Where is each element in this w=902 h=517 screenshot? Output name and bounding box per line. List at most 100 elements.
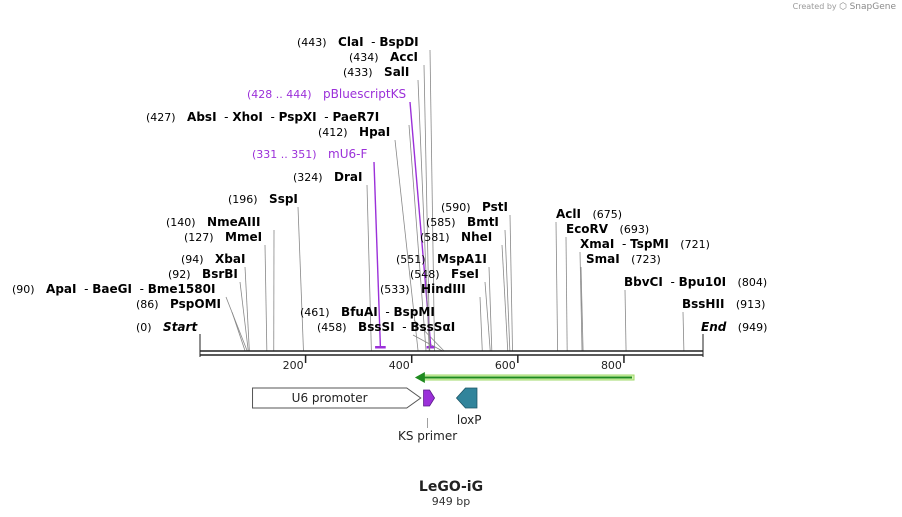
site-position: (196) [228, 193, 258, 206]
leader-psti [509, 214, 513, 352]
site-label-hpai[interactable]: (412) HpaI [318, 125, 390, 139]
site-position: (949) [738, 321, 768, 334]
enzyme-name: SalI [384, 65, 409, 79]
site-label-psti[interactable]: (590) PstI [441, 200, 508, 214]
site-label-bmti[interactable]: (585) BmtI [426, 215, 499, 229]
site-label-hindiii[interactable]: (533) HindIII [380, 282, 466, 296]
site-position: (590) [441, 201, 471, 214]
enzyme-name: ApaI [46, 282, 76, 296]
site-label-nhei[interactable]: (581) NheI [420, 230, 492, 244]
site-position: (434) [349, 51, 379, 64]
site-label-apai[interactable]: (90) ApaI - BaeGI - Bme1580I [12, 282, 215, 296]
site-label-acci[interactable]: (434) AccI [349, 50, 418, 64]
tick-label-200: 200 [283, 359, 304, 372]
enzyme-name: NmeAIII [207, 215, 260, 229]
u6-promoter-arrow[interactable] [252, 387, 422, 409]
site-label-bsshii[interactable]: BssHII (913) [682, 297, 765, 311]
site-position: (433) [343, 66, 373, 79]
site-label-drai[interactable]: (324) DraI [293, 170, 363, 184]
leader-mmei [264, 244, 268, 352]
enzyme-name: BsrBI [202, 267, 238, 281]
enzyme-name: MmeI [225, 230, 262, 244]
site-label-pspomi[interactable]: (86) PspOMI [136, 297, 221, 311]
site-label-sspi[interactable]: (196) SspI [228, 192, 298, 206]
site-label-sali[interactable]: (433) SalI [343, 65, 409, 79]
site-label-clai[interactable]: (443) ClaI - BspDI [297, 35, 419, 49]
site-position: (804) [738, 276, 768, 289]
site-position: (548) [410, 268, 440, 281]
site-position: (86) [136, 298, 159, 311]
site-position: (581) [420, 231, 450, 244]
leader-bsshii [682, 311, 685, 352]
site-position: (92) [168, 268, 191, 281]
credit-brand: SnapGene [849, 2, 896, 12]
site-position: (140) [166, 216, 196, 229]
site-label-absi[interactable]: (427) AbsI - XhoI - PspXI - PaeR7I [146, 110, 379, 124]
tick-label-400: 400 [389, 359, 410, 372]
map-length: 949 bp [432, 495, 470, 508]
name-separator: - [77, 282, 93, 296]
enzyme-name: AclI [556, 207, 581, 221]
site-position: (585) [426, 216, 456, 229]
site-position: (90) [12, 283, 35, 296]
loxp-arrow[interactable] [455, 387, 478, 409]
leader-drai [366, 184, 372, 352]
site-label-acli[interactable]: AclI (675) [556, 207, 622, 221]
primer-mark-mu6f [375, 346, 386, 349]
leader-xmai [579, 251, 583, 352]
enzyme-name: MspA1I [437, 252, 487, 266]
tick-label-800: 800 [601, 359, 622, 372]
site-label-end[interactable]: End (949) [701, 320, 767, 334]
site-label-start[interactable]: (0) Start [136, 320, 198, 334]
site-label-fsei[interactable]: (548) FseI [410, 267, 479, 281]
enzyme-name: AccI [390, 50, 418, 64]
site-label-mspa1i[interactable]: (551) MspA1I [396, 252, 487, 266]
site-position: (127) [184, 231, 214, 244]
name-separator: - [614, 237, 630, 251]
site-label-mu6f[interactable]: (331 .. 351) mU6-F [252, 147, 367, 161]
leader-mspa1i [488, 266, 493, 352]
site-label-smai[interactable]: SmaI (723) [586, 252, 661, 266]
site-position: (721) [680, 238, 710, 251]
site-label-bbvci[interactable]: BbvCI - Bpu10I (804) [624, 275, 767, 289]
site-label-xbai[interactable]: (94) XbaI [181, 252, 245, 266]
site-label-bsrbi[interactable]: (92) BsrBI [168, 267, 238, 281]
leader-bsssi [412, 334, 443, 352]
site-position: (461) [300, 306, 330, 319]
name-separator: - [217, 110, 233, 124]
site-label-pbks[interactable]: (428 .. 444) pBluescriptKS [247, 87, 406, 101]
snapgene-credit: Created by ⬡ SnapGene [793, 2, 896, 12]
enzyme-name: pBluescriptKS [323, 87, 406, 101]
site-position: (675) [592, 208, 622, 221]
enzyme-name: XmaI [580, 237, 614, 251]
leader-xbai [244, 266, 250, 352]
leader-sali [417, 79, 430, 352]
site-labels: (0) Start (458) BssSI - BssSαI(461) BfuAI… [12, 35, 767, 334]
site-position: (427) [146, 111, 176, 124]
enzyme-name: FseI [451, 267, 479, 281]
credit-prefix: Created by [792, 2, 837, 11]
site-label-mmei[interactable]: (127) MmeI [184, 230, 262, 244]
enzyme-name: EcoRV [566, 222, 609, 236]
site-label-bfuai[interactable]: (461) BfuAI - BspMI [300, 305, 435, 319]
site-label-bsssi[interactable]: (458) BssSI - BssSαI [317, 320, 455, 334]
site-position: (458) [317, 321, 347, 334]
feature-label-ks-primer: KS primer [398, 429, 457, 443]
enzyme-name: TspMI [630, 237, 669, 251]
leader-bsrbi [239, 281, 249, 352]
site-position: (428 .. 444) [247, 88, 312, 101]
snapgene-logo: ⬡ [839, 2, 848, 12]
name-separator: - [663, 275, 679, 289]
site-label-ecorv[interactable]: EcoRV (693) [566, 222, 649, 236]
leader-nhei [501, 244, 509, 352]
ks-primer-arrow[interactable] [423, 389, 436, 407]
site-label-nmeaiii[interactable]: (140) NmeAIII [166, 215, 260, 229]
enzyme-name: ClaI [338, 35, 363, 49]
enzyme-name: BssSI [358, 320, 395, 334]
enzyme-name: BssSαI [410, 320, 455, 334]
site-label-xmai[interactable]: XmaI - TspMI (721) [580, 237, 710, 251]
leader-bbvci [624, 289, 627, 352]
name-separator: - [378, 305, 394, 319]
